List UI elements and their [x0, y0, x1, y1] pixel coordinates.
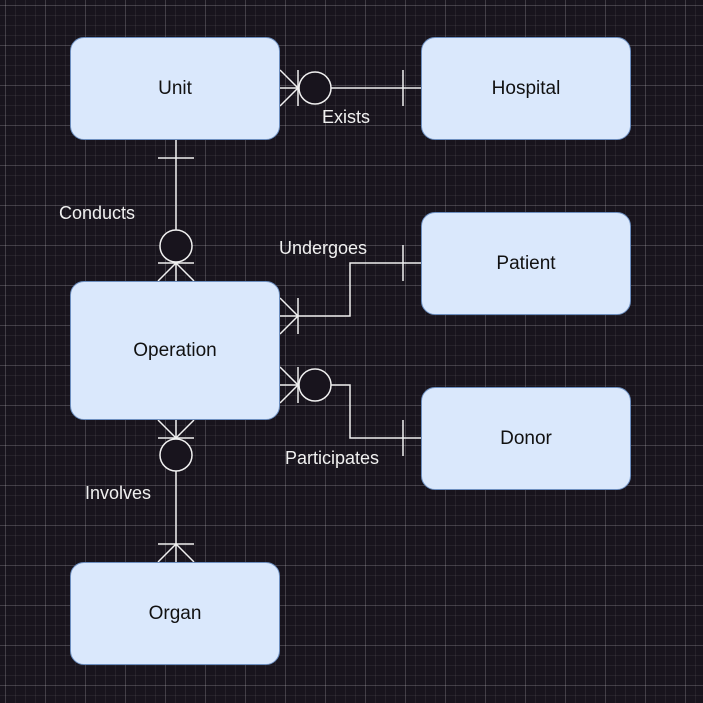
entity-donor-label: Donor	[500, 427, 552, 449]
relationship-label-exists: Exists	[322, 107, 371, 127]
relationship-label-conducts: Conducts	[59, 203, 136, 223]
entity-patient-label: Patient	[496, 252, 556, 274]
relationship-label-undergoes: Undergoes	[279, 238, 368, 258]
entity-organ[interactable]: Organ	[70, 562, 280, 665]
relationship-label-participates: Participates	[285, 448, 380, 468]
edge-operation-patient[interactable]	[279, 245, 421, 335]
entity-operation[interactable]: Operation	[70, 281, 280, 420]
entity-operation-label: Operation	[133, 339, 217, 361]
entity-donor[interactable]: Donor	[421, 387, 631, 490]
entity-unit-label: Unit	[158, 77, 192, 99]
relationship-label-involves: Involves	[85, 483, 152, 503]
entity-hospital-label: Hospital	[491, 77, 561, 99]
edge-operation-organ[interactable]	[157, 419, 195, 563]
edge-operation-donor[interactable]	[279, 366, 421, 456]
edge-unit-operation[interactable]	[157, 140, 195, 282]
entity-organ-label: Organ	[148, 602, 202, 624]
entity-hospital[interactable]: Hospital	[421, 37, 631, 140]
edge-unit-hospital[interactable]	[279, 69, 421, 107]
entity-patient[interactable]: Patient	[421, 212, 631, 315]
entity-unit[interactable]: Unit	[70, 37, 280, 140]
